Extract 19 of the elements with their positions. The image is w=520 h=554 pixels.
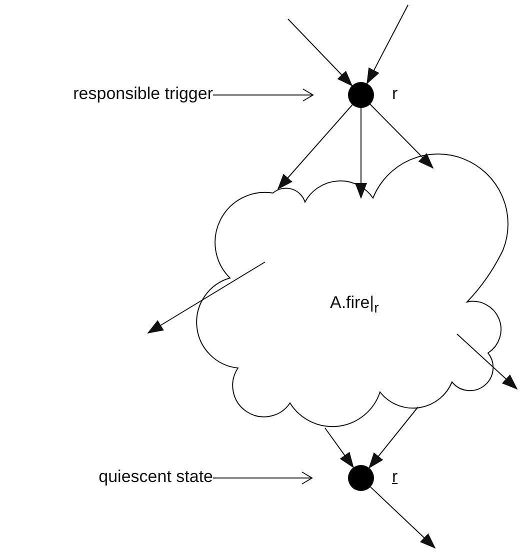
arrow (456, 334, 518, 390)
arrow (370, 486, 436, 549)
arrow (212, 472, 312, 484)
arrow (324, 428, 354, 468)
arrow (277, 104, 353, 190)
arrow (366, 4, 408, 84)
arrow (147, 262, 266, 334)
annotation-text: responsible trigger (72, 84, 213, 104)
arrow (368, 406, 418, 469)
annotation-text: quiescent state (98, 467, 213, 487)
arrow (355, 108, 367, 199)
state-dot (348, 465, 374, 491)
state-dot (348, 82, 374, 108)
state-label: r (392, 84, 398, 104)
state-label: r (392, 467, 398, 487)
process-label: A.fire|$_{r}$ (330, 293, 379, 318)
arrow (288, 18, 353, 86)
arrow (212, 88, 314, 102)
arrow (370, 104, 434, 169)
